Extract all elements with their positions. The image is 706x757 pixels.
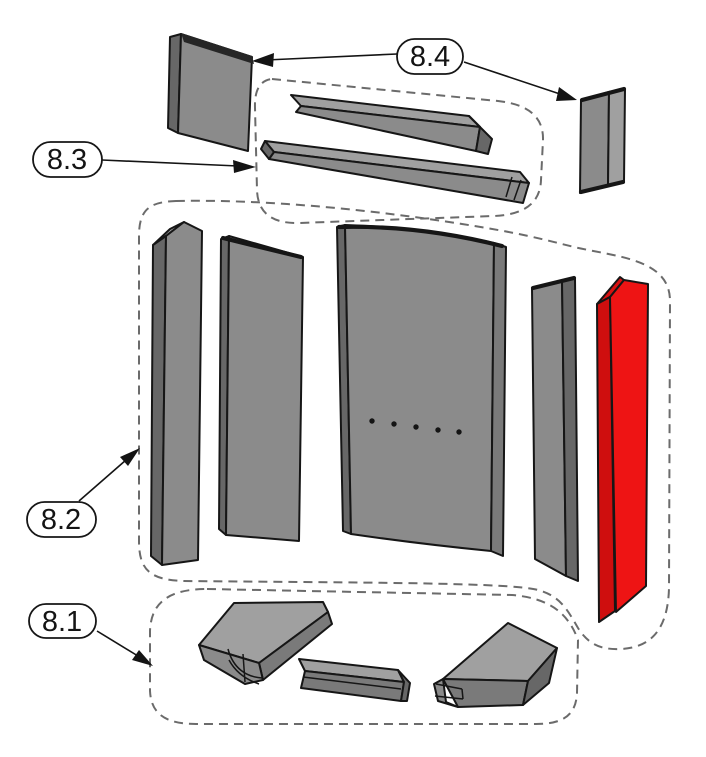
callout-8.3: 8.3 [32,141,103,178]
side-panel-outer-left [150,221,203,566]
bottom-stone-left-notch-lines [227,648,263,685]
leader-line-8.4-right [463,61,561,95]
hole-2 [391,421,397,427]
bottom-stone-center-edge-line [302,676,402,690]
bottom-stone-center [298,658,411,702]
side-panel-inner-left-main-face [225,235,304,542]
hole-4 [435,427,441,433]
bottom-stone-right [433,622,558,708]
side-panel-outer-right-highlighted[interactable] [596,276,649,623]
side-panel-outer-left-main-face [161,221,203,566]
callout-8.2-label: 8.2 [41,504,81,536]
back-panel [336,224,507,557]
callout-8.1-oval [28,603,97,639]
callout-8.3-label: 8.3 [47,144,87,176]
baffle-bar-lower-notch-lines [505,176,522,201]
back-panel-holes [369,418,462,435]
side-panel-inner-right-main-face [531,280,567,577]
top-plate-right [578,86,627,195]
side-panel-inner-left-top-edge [220,235,304,260]
leader-line-8.3 [101,159,239,167]
top-plate-right-side-face [607,88,626,187]
baffle-bar-upper [290,94,493,155]
baffle-bar-upper-end-face [468,115,493,155]
top-plate-left-top-band [181,33,254,64]
callout-8.4: 8.4 [396,38,464,75]
group-box-8.3 [253,77,545,225]
bottom-stone-right-tip-face [433,678,459,708]
back-panel-top-edge [336,224,505,249]
baffle-bar-lower [260,140,530,204]
arrowhead-8.4-right [556,87,577,101]
callout-8.1: 8.1 [28,603,97,639]
side-panel-inner-right [530,275,579,582]
callout-8.2-oval [26,501,97,538]
top-plate-left [167,33,254,152]
bottom-stone-center-end-face [397,669,411,702]
group-box-8.1 [149,587,580,725]
callout-8.4-oval [396,38,464,75]
callout-8.1-label: 8.1 [42,606,82,638]
side-panel-inner-right-top-edge [530,275,577,291]
hole-1 [369,418,375,424]
bottom-stone-right-side-face [522,647,558,706]
leader-line-8.2 [78,459,127,502]
bottom-stone-right-notch-lines [434,683,464,700]
back-panel-right-edge-face [490,242,507,557]
top-plate-right-top-edge [579,86,627,103]
hole-3 [413,424,419,430]
top-plate-right-main-face [579,91,610,194]
highlight-panel-main-face[interactable] [609,279,649,613]
arrowhead-8.4-left [252,53,274,67]
back-panel-main-face [344,224,495,552]
leader-line-8.1 [96,630,139,657]
arrowhead-8.3 [233,160,256,173]
top-plate-right-bottom-edge [578,179,626,195]
hole-5 [456,429,462,435]
arrowhead-8.2 [120,448,140,466]
bottom-stone-right-front-face [442,678,529,708]
side-panel-inner-left [218,235,304,542]
leaders [78,53,577,666]
bottom-stone-left [198,601,333,685]
group-box-8.2 [138,199,672,651]
callout-8.3-oval [32,141,103,178]
baffle-bar-lower-tip-face [260,140,275,160]
leader-line-8.4-left [265,53,398,61]
callout-8.4-label: 8.4 [410,41,450,73]
arrowhead-8.1 [132,650,153,666]
callout-8.2: 8.2 [26,501,97,538]
